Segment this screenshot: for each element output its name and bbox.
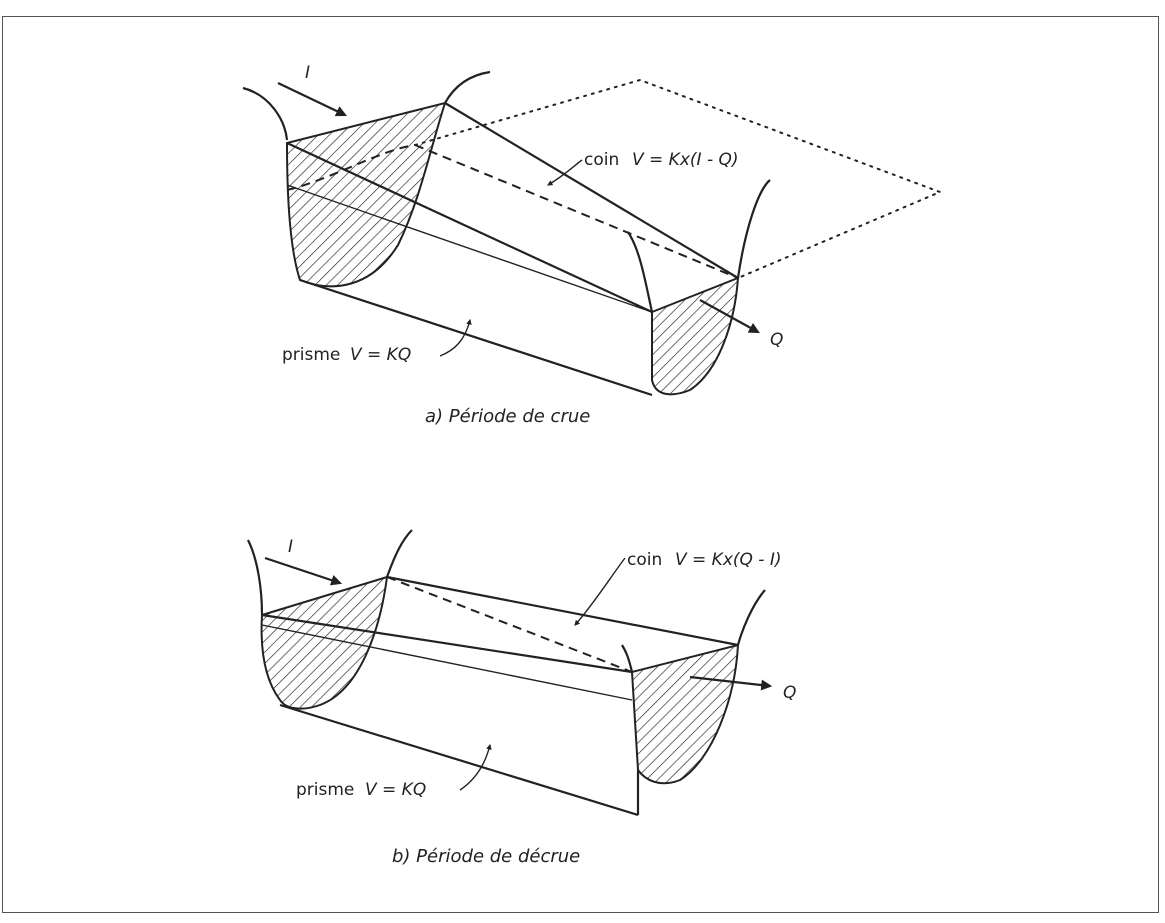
- top-edge-far: [444, 102, 739, 279]
- prism-label: prisme: [282, 345, 340, 365]
- b-upstream-right-bank: [385, 529, 413, 578]
- b-upstream-left-bank: [247, 539, 264, 616]
- b-prism-label: prisme: [296, 780, 354, 800]
- b-wedge-dashed-edge: [386, 576, 633, 673]
- prism-top-edge: [286, 184, 653, 313]
- upstream-right-bank: [444, 70, 491, 104]
- b-prism-pointer: [459, 743, 492, 791]
- upstream-left-bank: [242, 86, 289, 141]
- b-downstream-left-curve: [621, 644, 634, 673]
- b-prism-formula: V = KQ: [365, 780, 426, 800]
- panel-a: I Q coin V = Kx(I - Q) prisme V = KQ a) …: [242, 63, 943, 427]
- panel-b: I Q coin V = Kx(Q - I) prisme V = KQ b) …: [247, 529, 796, 867]
- prism-pointer: [439, 318, 472, 357]
- wedge-formula: V = Kx(I - Q): [632, 150, 739, 170]
- downstream-left-curve: [627, 231, 654, 313]
- outflow-arrow: [699, 299, 760, 334]
- wedge-dashed-edge: [414, 144, 739, 279]
- wedge-pointer: [547, 159, 583, 186]
- b-bottom-edge: [279, 703, 639, 817]
- outflow-label: Q: [770, 330, 783, 350]
- b-top-edge-far: [386, 575, 739, 647]
- b-prism-top-edge: [261, 624, 633, 701]
- bottom-edge: [299, 278, 653, 397]
- downstream-cross-section: [651, 276, 740, 396]
- dotted-plane: [414, 78, 943, 279]
- b-outflow-label: Q: [783, 683, 796, 703]
- upstream-cross-section: [285, 101, 447, 288]
- b-inflow-arrow: [264, 556, 343, 586]
- b-downstream-bank: [736, 589, 766, 646]
- b-downstream-cross-section: [630, 643, 740, 785]
- caption-a: a) Période de crue: [425, 406, 590, 427]
- wedge-label: coin: [584, 150, 619, 170]
- inflow-label: I: [305, 63, 310, 83]
- b-wedge-pointer: [574, 557, 626, 626]
- inflow-arrow: [277, 82, 347, 117]
- b-inflow-label: I: [288, 537, 293, 557]
- caption-b: b) Période de décrue: [392, 846, 580, 867]
- top-edge-near: [286, 142, 653, 313]
- downstream-bank: [736, 179, 771, 279]
- b-top-edge-near: [261, 613, 633, 674]
- b-wedge-formula: V = Kx(Q - I): [675, 550, 782, 570]
- b-outflow-arrow: [689, 675, 773, 691]
- b-upstream-cross-section: [260, 575, 389, 710]
- prism-formula: V = KQ: [350, 345, 411, 365]
- figure-frame: [2, 16, 1159, 913]
- b-wedge-label: coin: [627, 550, 662, 570]
- upstream-inner-dash: [286, 144, 416, 191]
